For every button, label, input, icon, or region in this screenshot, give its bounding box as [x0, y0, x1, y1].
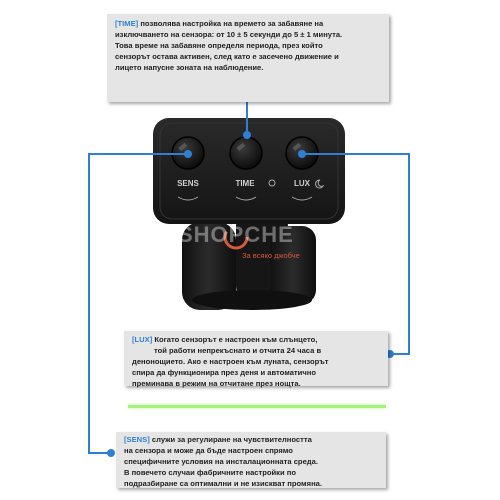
lux-connector-start-dot — [298, 150, 306, 158]
time-text-3: Това време на забавяне определя периода,… — [115, 41, 323, 50]
mount-bracket — [182, 210, 316, 310]
lux-callout-line-1: [LUX] Когато сензорът е настроен към слъ… — [132, 334, 380, 345]
moon-icon — [315, 179, 325, 189]
sens-callout: [SENS] служи за регулиране на чувствител… — [116, 432, 386, 488]
lux-connector-line-h — [302, 153, 410, 155]
sens-connector-line-h — [88, 153, 188, 155]
time-callout-line-1: [TIME] позволява настройка на времето за… — [115, 18, 381, 29]
lux-connector-line-h2 — [392, 353, 410, 355]
sens-callout-line-1: [SENS] служи за регулиране на чувствител… — [124, 434, 378, 445]
time-connector-end-dot — [243, 131, 251, 139]
sens-connector-start-dot — [184, 150, 192, 158]
sens-connector-dot — [107, 449, 115, 457]
sun-icon — [268, 179, 276, 187]
time-text-2: изключването на сензора: от 10 ± 5 секун… — [115, 30, 343, 39]
knob-label-time: TIME — [235, 179, 255, 188]
sens-connector-line-v — [88, 153, 90, 453]
lux-connector-line-v — [408, 153, 410, 354]
lux-text-4: спира да функционира през деня и автомат… — [132, 368, 316, 377]
time-text-1: позволява настройка на времето за забавя… — [140, 19, 324, 28]
sens-text-5: подразбиране са оптимални и не изискват … — [124, 479, 323, 488]
time-tag: [TIME] — [115, 19, 139, 28]
brand-logo-mark — [223, 224, 249, 250]
sens-connector-line-h2 — [88, 452, 110, 454]
lux-text-2: той работи непрекъснато и отчита 24 часа… — [154, 346, 322, 355]
lux-text-5: преминава в режим на отчитане през нощта… — [132, 379, 301, 388]
sens-text-3: специфичните условия на инсталационната … — [124, 457, 318, 466]
brand-watermark: SHOPCHE За всяко джобче — [178, 222, 353, 262]
brand-slogan: За всяко джобче — [242, 251, 300, 260]
minus-arc-icon — [177, 196, 199, 201]
lux-callout: [LUX] Когато сензорът е настроен към слъ… — [124, 331, 388, 388]
time-text-5: лицето напусне зоната на наблюдение. — [115, 63, 264, 72]
knob-label-sens: SENS — [177, 179, 199, 188]
time-callout: [TIME] позволява настройка на времето за… — [107, 14, 389, 102]
time-knob[interactable] — [229, 136, 263, 170]
brand-name: SHOPCHE — [178, 222, 294, 247]
sens-text-4: В повечето случаи фабричните настройки п… — [124, 468, 296, 477]
lux-connector-dot — [386, 350, 394, 358]
lux-text-1: Когато сензорът е настроен към слънцето, — [154, 335, 318, 344]
sens-tag: [SENS] — [124, 435, 150, 444]
time-text-4: сензорът остава активен, след като е зас… — [115, 52, 339, 61]
time-connector-line — [246, 102, 248, 134]
lux-text-3: денонощието. Ако е настроен към луната, … — [132, 357, 329, 366]
sens-text-1: служи за регулиране на чувствителността — [151, 435, 312, 444]
sens-text-2: на сензора и може да бъде настроен спрям… — [124, 446, 293, 455]
divider-line — [128, 405, 386, 408]
time-arc-icon — [235, 196, 257, 201]
lux-tag: [LUX] — [132, 335, 153, 344]
knob-label-lux: LUX — [294, 179, 310, 188]
lux-arc-icon — [291, 196, 313, 201]
